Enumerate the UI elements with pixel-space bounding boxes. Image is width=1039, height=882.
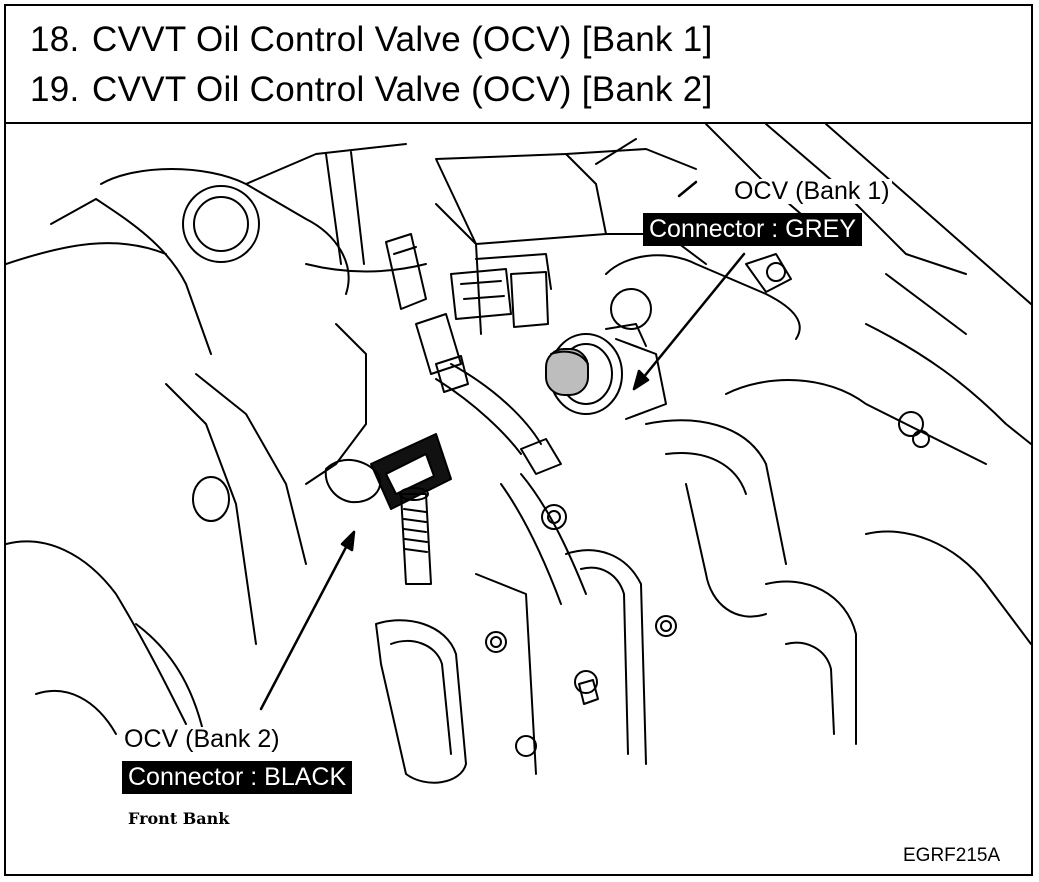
- engine-line-drawing: [5, 123, 1032, 784]
- figure-header: 18. CVVT Oil Control Valve (OCV) [Bank 1…: [6, 6, 1031, 124]
- front-bank-label: Front Bank: [128, 809, 230, 828]
- center-hoses: [435, 355, 587, 605]
- ocv-bank2-title: OCV (Bank 2): [122, 725, 282, 753]
- ocv-bank1-valve: [545, 323, 667, 420]
- right-head-structure: [595, 123, 1032, 465]
- ocv-bank2-connector-label: Connector : BLACK: [122, 761, 353, 794]
- item-number: 19.: [30, 70, 80, 109]
- item-number: 18.: [30, 20, 80, 59]
- arrow-bank2-leader: [259, 530, 356, 711]
- left-lower-structure: [5, 323, 367, 745]
- bolts: [485, 262, 930, 757]
- leader-arrows: [259, 180, 746, 711]
- arrow-bank2-head: [340, 530, 356, 552]
- ocv-bank1-title: OCV (Bank 1): [732, 177, 892, 205]
- figure-code: EGRF215A: [903, 845, 1001, 866]
- header-item-18: 18. CVVT Oil Control Valve (OCV) [Bank 1…: [30, 22, 713, 57]
- ocv-bank2-connector: [324, 433, 452, 585]
- header-item-19: 19. CVVT Oil Control Valve (OCV) [Bank 2…: [30, 72, 713, 107]
- item-title: CVVT Oil Control Valve (OCV) [Bank 2]: [92, 70, 713, 109]
- figure-frame: 18. CVVT Oil Control Valve (OCV) [Bank 1…: [4, 4, 1033, 876]
- arrow-bank1-leader: [632, 252, 746, 391]
- engine-diagram: OCV (Bank 1) Connector : GREY OCV (Bank …: [5, 123, 1032, 874]
- item-title: CVVT Oil Control Valve (OCV) [Bank 1]: [92, 20, 713, 59]
- cylinder-head-top: [435, 148, 707, 335]
- arrow-bank1-head: [632, 369, 650, 391]
- top-pipes: [305, 151, 462, 375]
- intake-runners: [375, 419, 1032, 784]
- ocv-bank1-connector-label: Connector : GREY: [643, 213, 863, 246]
- upper-left-bracket: [5, 143, 407, 355]
